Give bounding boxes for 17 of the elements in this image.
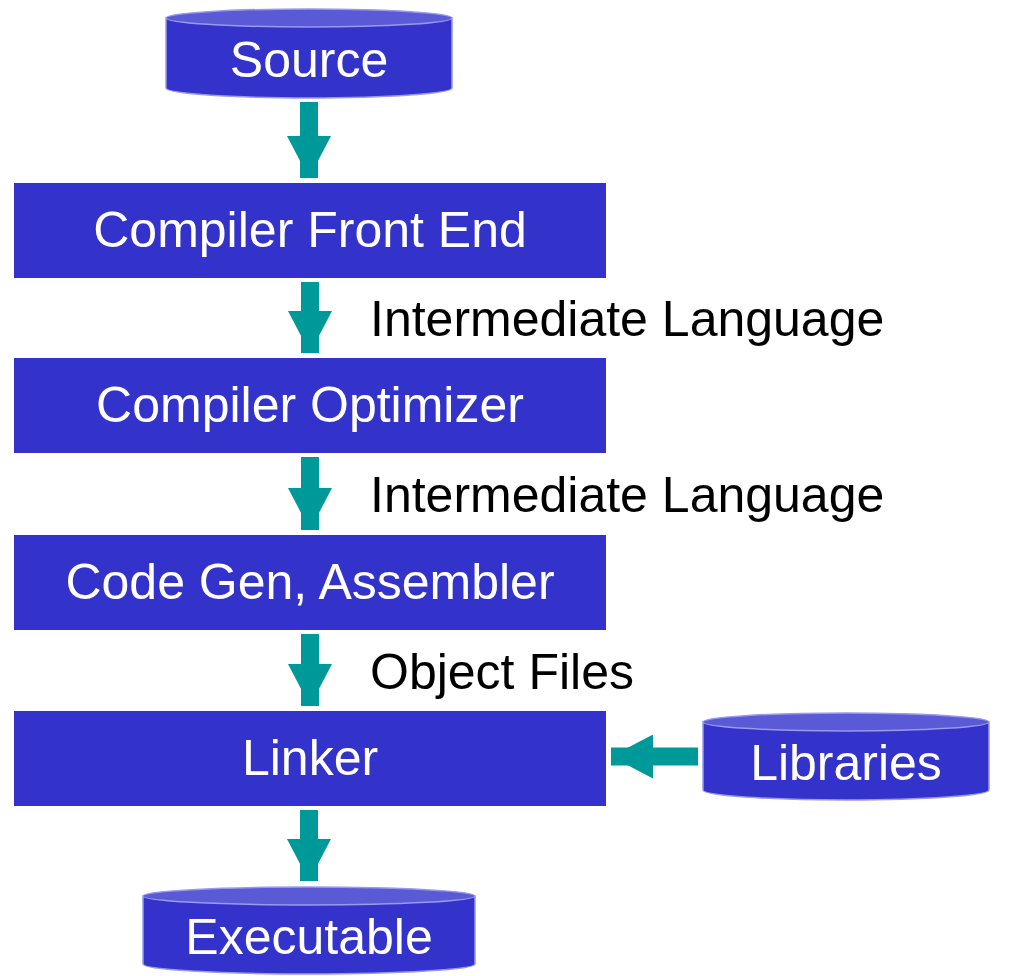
- arrow: [287, 810, 331, 881]
- process-box: [14, 183, 606, 278]
- node-label: Executable: [185, 909, 433, 965]
- node-label: Source: [229, 32, 389, 88]
- arrow: [288, 282, 332, 353]
- arrow: [287, 102, 331, 178]
- node-label: Compiler Optimizer: [96, 378, 524, 433]
- node-label: Libraries: [750, 735, 942, 791]
- arrow: [288, 457, 332, 530]
- node-label: Compiler Front End: [93, 203, 527, 258]
- arrow: [288, 634, 332, 706]
- node-label: Linker: [241, 731, 379, 786]
- process-box: [14, 535, 606, 630]
- process-box: [14, 711, 606, 806]
- node-label: Code Gen, Assembler: [65, 555, 555, 610]
- process-box: [14, 358, 606, 453]
- arrow: [611, 734, 698, 779]
